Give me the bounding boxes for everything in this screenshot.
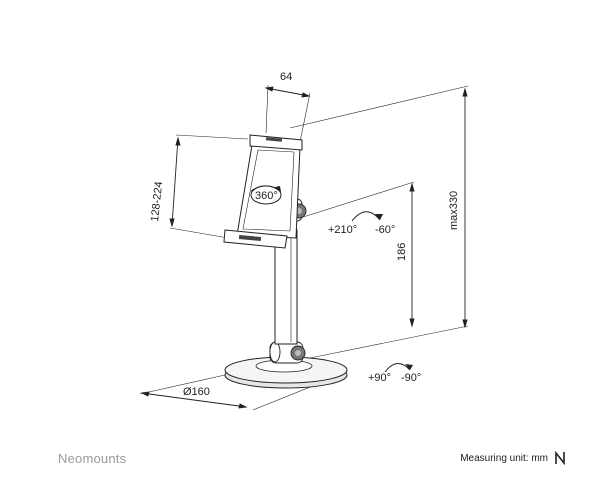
max-height-label: max330 [448,191,460,230]
swivel-left-label: +90° [368,372,391,384]
measuring-unit-note: Measuring unit: mm [460,453,548,464]
dimension-lines [140,86,468,409]
rotation-arrows [351,211,413,373]
arm-height-label: 186 [396,243,408,261]
tilt-arrow-icon [351,211,381,222]
swivel-right-label: -90° [401,372,421,384]
rotation-label: 360° [255,190,278,202]
extension-lines [139,84,469,411]
rotate-360-arrow-icon [250,185,282,193]
clamp-width-label: 64 [280,71,292,83]
brand-name: Neomounts [58,451,127,466]
clamp-range-label: 128-224 [149,181,165,222]
tilt-up-label: +210° [328,224,357,236]
lower-joint [269,341,306,364]
base-diameter-label: Ø160 [183,386,210,398]
tilt-down-label: -60° [375,224,395,236]
swivel-arrow-icon [384,363,411,373]
tablet-holder [223,134,303,249]
stand-base [224,356,348,389]
brand-logo-icon [555,451,565,465]
